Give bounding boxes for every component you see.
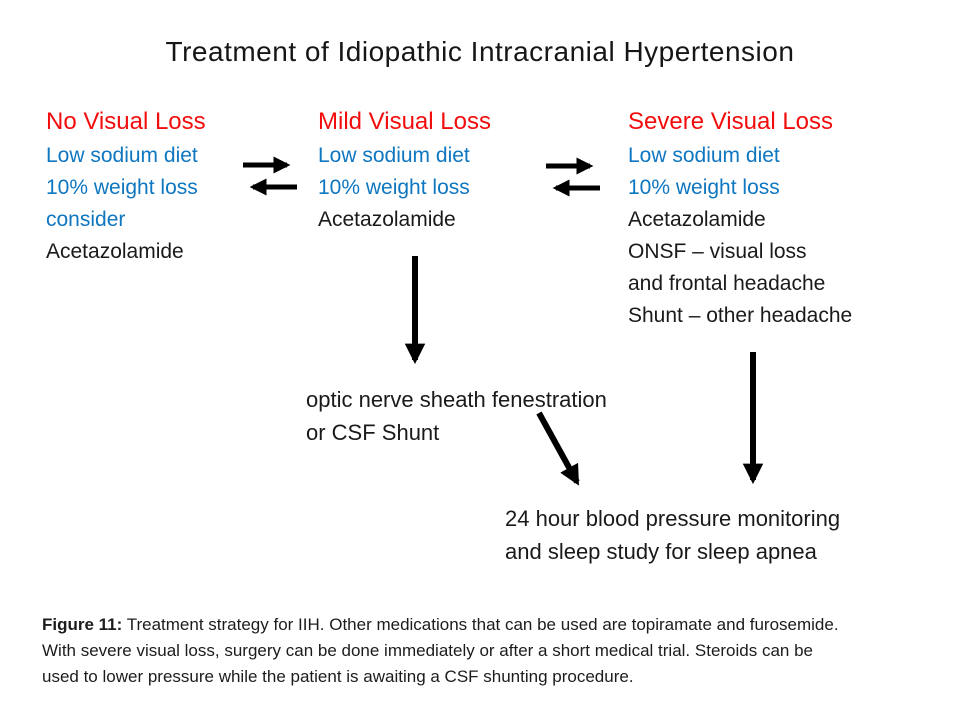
onsf-csf-shunt-node: optic nerve sheath fenestration or CSF S…: [306, 383, 607, 449]
monitoring-node: 24 hour blood pressure monitoring and sl…: [505, 502, 840, 568]
treatment-line: 10% weight loss: [628, 176, 780, 199]
treatment-line: 10% weight loss: [318, 176, 470, 199]
column-severe-visual-loss: Severe Visual Loss Low sodium diet 10% w…: [628, 103, 852, 332]
monitoring-line-1: 24 hour blood pressure monitoring: [505, 506, 841, 531]
equilibrium-arrow-mild-severe: [546, 157, 600, 197]
treatment-line: consider: [46, 208, 126, 231]
column-heading: Mild Visual Loss: [318, 108, 491, 135]
column-heading: No Visual Loss: [46, 108, 206, 135]
column-no-visual-loss: No Visual Loss Low sodium diet 10% weigh…: [46, 103, 206, 268]
equilibrium-arrow-no-mild: [243, 156, 297, 196]
onsf-line-2: or CSF Shunt: [306, 420, 440, 445]
onsf-line-1: optic nerve sheath fenestration: [306, 387, 607, 412]
treatment-line: Acetazolamide: [628, 208, 766, 231]
page-title: Treatment of Idiopathic Intracranial Hyp…: [165, 36, 795, 67]
treatment-line: Low sodium diet: [628, 144, 780, 167]
figure-caption-text: Treatment strategy for IIH. Other medica…: [42, 615, 839, 686]
treatment-line: Acetazolamide: [46, 240, 184, 263]
treatment-line: Shunt – other headache: [628, 304, 853, 327]
treatment-line: 10% weight loss: [46, 176, 198, 199]
treatment-line: ONSF – visual loss: [628, 240, 807, 263]
column-mild-visual-loss: Mild Visual Loss Low sodium diet 10% wei…: [318, 103, 491, 236]
column-heading: Severe Visual Loss: [628, 108, 834, 135]
monitoring-line-2: and sleep study for sleep apnea: [505, 539, 817, 564]
treatment-line: Low sodium diet: [46, 144, 198, 167]
figure-caption: Figure 11: Treatment strategy for IIH. O…: [42, 612, 854, 690]
treatment-line: and frontal headache: [628, 272, 826, 295]
figure-caption-label: Figure 11:: [42, 615, 123, 634]
treatment-line: Acetazolamide: [318, 208, 456, 231]
treatment-line: Low sodium diet: [318, 144, 470, 167]
